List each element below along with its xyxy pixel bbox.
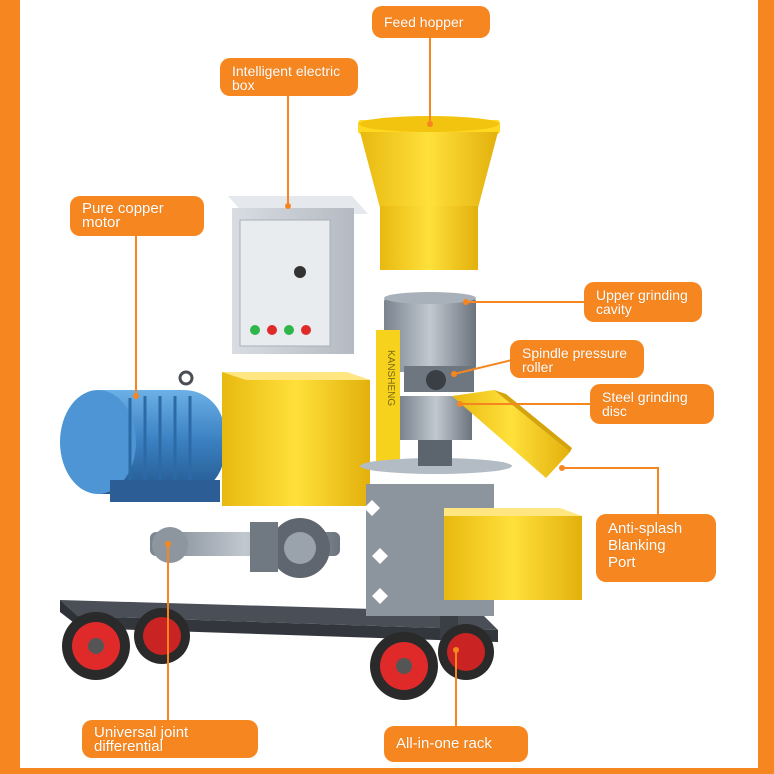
label-pure-copper-motor: Pure copper motor — [70, 196, 204, 236]
label-intelligent-electric-box: Intelligent electric box — [220, 58, 358, 96]
leader-anti-splash — [562, 467, 659, 516]
label-steel-grinding-disc: Steel grinding disc — [590, 384, 714, 424]
leader-lines — [135, 38, 659, 728]
anti-splash-blanking-port — [444, 508, 582, 600]
wheel-rear-right — [438, 624, 494, 680]
intelligent-electric-box — [228, 196, 368, 354]
label-upper-grinding-cavity: Upper grinding cavity — [584, 282, 702, 322]
upper-grinding-cavity — [384, 292, 476, 372]
spindle-pressure-roller — [404, 366, 474, 392]
leader-endpoints — [133, 121, 565, 653]
wheel-front-right — [370, 632, 438, 700]
left-frame-border — [0, 0, 20, 774]
yellow-gearbox-housing — [222, 372, 370, 506]
wheel-front-left — [62, 612, 130, 680]
leader-spindle-roller — [453, 359, 513, 375]
label-universal-joint-differential: Universal joint differential — [82, 720, 258, 758]
bottom-frame-border — [0, 768, 774, 774]
label-all-in-one-rack: All-in-one rack — [384, 726, 528, 762]
label-spindle-pressure-roller: Spindle pressure roller — [510, 340, 644, 378]
wheel-rear-left — [134, 608, 190, 664]
discharge-chute — [452, 390, 572, 478]
universal-joint-driveshaft — [150, 518, 340, 578]
svg-text:KANSHENG: KANSHENG — [385, 350, 396, 406]
label-anti-splash-blanking-port: Anti-splash Blanking Port — [596, 514, 716, 582]
label-feed-hopper: Feed hopper — [372, 6, 490, 38]
right-frame-border — [758, 0, 774, 774]
pure-copper-motor — [60, 370, 224, 502]
feed-hopper — [358, 116, 500, 270]
spindle-side-plate: KANSHENG — [376, 330, 400, 462]
